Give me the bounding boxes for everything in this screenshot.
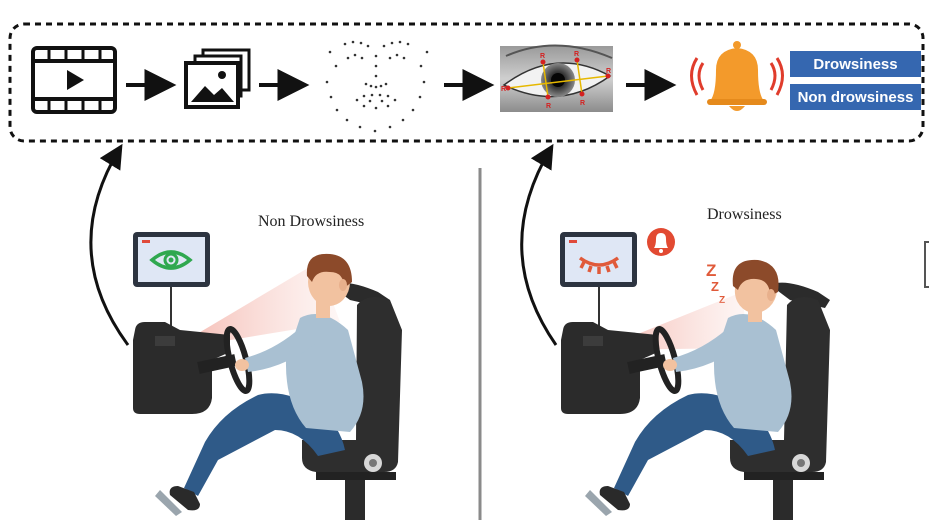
- class-non-drowsiness-box: Non drowsiness: [790, 84, 921, 110]
- pipeline-frame: [8, 22, 925, 143]
- alarm-bell-icon: [690, 41, 784, 111]
- edge-tab: [924, 241, 929, 288]
- svg-text:Z: Z: [706, 261, 716, 280]
- eye-label-6: R: [580, 100, 585, 107]
- alert-badge-icon: [647, 228, 675, 256]
- open-eye-icon: [149, 250, 193, 270]
- left-scene-label: Non Drowsiness: [258, 213, 365, 230]
- eye-label-1: R: [501, 86, 506, 93]
- svg-text:Z: Z: [711, 279, 719, 294]
- class-drowsiness-box: Drowsiness: [790, 51, 921, 77]
- eye-landmarks: R R R R R R: [500, 44, 613, 112]
- feedback-arrow-right: [520, 143, 558, 346]
- eye-label-5: R: [574, 51, 579, 58]
- sleep-z-icon: Z Z Z: [706, 261, 725, 306]
- image-frames-icon: [184, 48, 251, 109]
- facial-landmarks: [325, 40, 429, 133]
- right-scene-label: Drowsiness: [707, 206, 782, 223]
- eye-label-4: R: [546, 103, 551, 110]
- eye-label-2: R: [606, 68, 611, 75]
- eye-label-3: R: [540, 53, 545, 60]
- video-icon: [31, 46, 117, 114]
- closed-eye-icon: [578, 256, 620, 274]
- right-scene: Z Z Z: [560, 228, 830, 520]
- left-scene: [133, 232, 402, 520]
- feedback-arrow-left: [89, 143, 130, 346]
